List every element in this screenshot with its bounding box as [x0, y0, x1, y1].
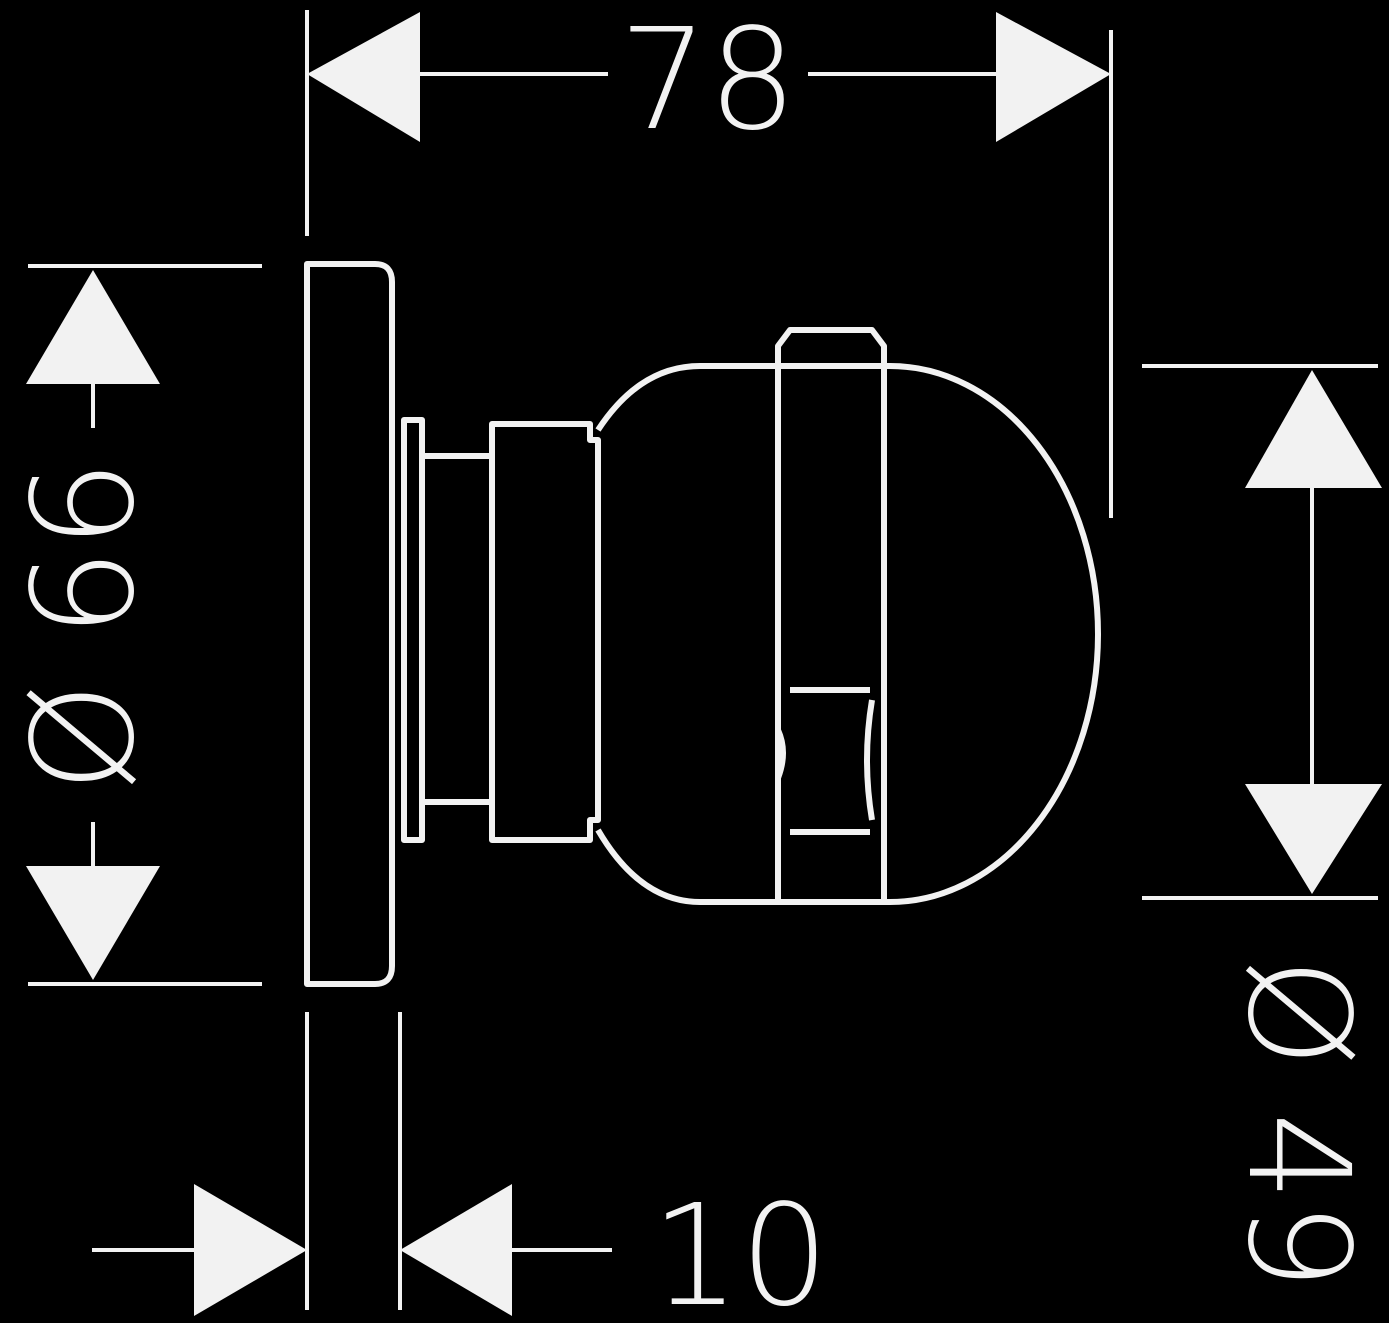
handle-lever: [775, 327, 887, 905]
dimension-escutcheon-diameter: [26, 264, 262, 986]
arrowhead-bottom: [26, 866, 160, 980]
lever-notch: [864, 699, 875, 821]
knob-body: [595, 363, 1101, 905]
arrowhead-left: [307, 12, 420, 142]
dimension-knob-diameter-label: Ø 49: [1216, 958, 1379, 1291]
arrowhead-left: [194, 1184, 307, 1316]
dimension-knob-diameter: [1142, 364, 1382, 900]
arrowhead-right: [996, 12, 1111, 142]
part-outline: [304, 261, 1101, 987]
dimension-overall-depth: [305, 10, 1113, 518]
hub-collar: [489, 421, 601, 843]
dimension-overall-depth-label: 78: [619, 0, 797, 162]
dimension-escutcheon-depth: [92, 1012, 612, 1316]
escutcheon-plate: [304, 261, 395, 987]
arrowhead-top: [26, 270, 160, 384]
dimension-escutcheon-depth-label: 10: [651, 1175, 829, 1323]
dimension-escutcheon-diameter-label: Ø 66: [3, 460, 166, 793]
arrowhead-bottom: [1245, 784, 1382, 894]
arrowhead-top: [1245, 370, 1382, 488]
arrowhead-right: [400, 1184, 512, 1316]
